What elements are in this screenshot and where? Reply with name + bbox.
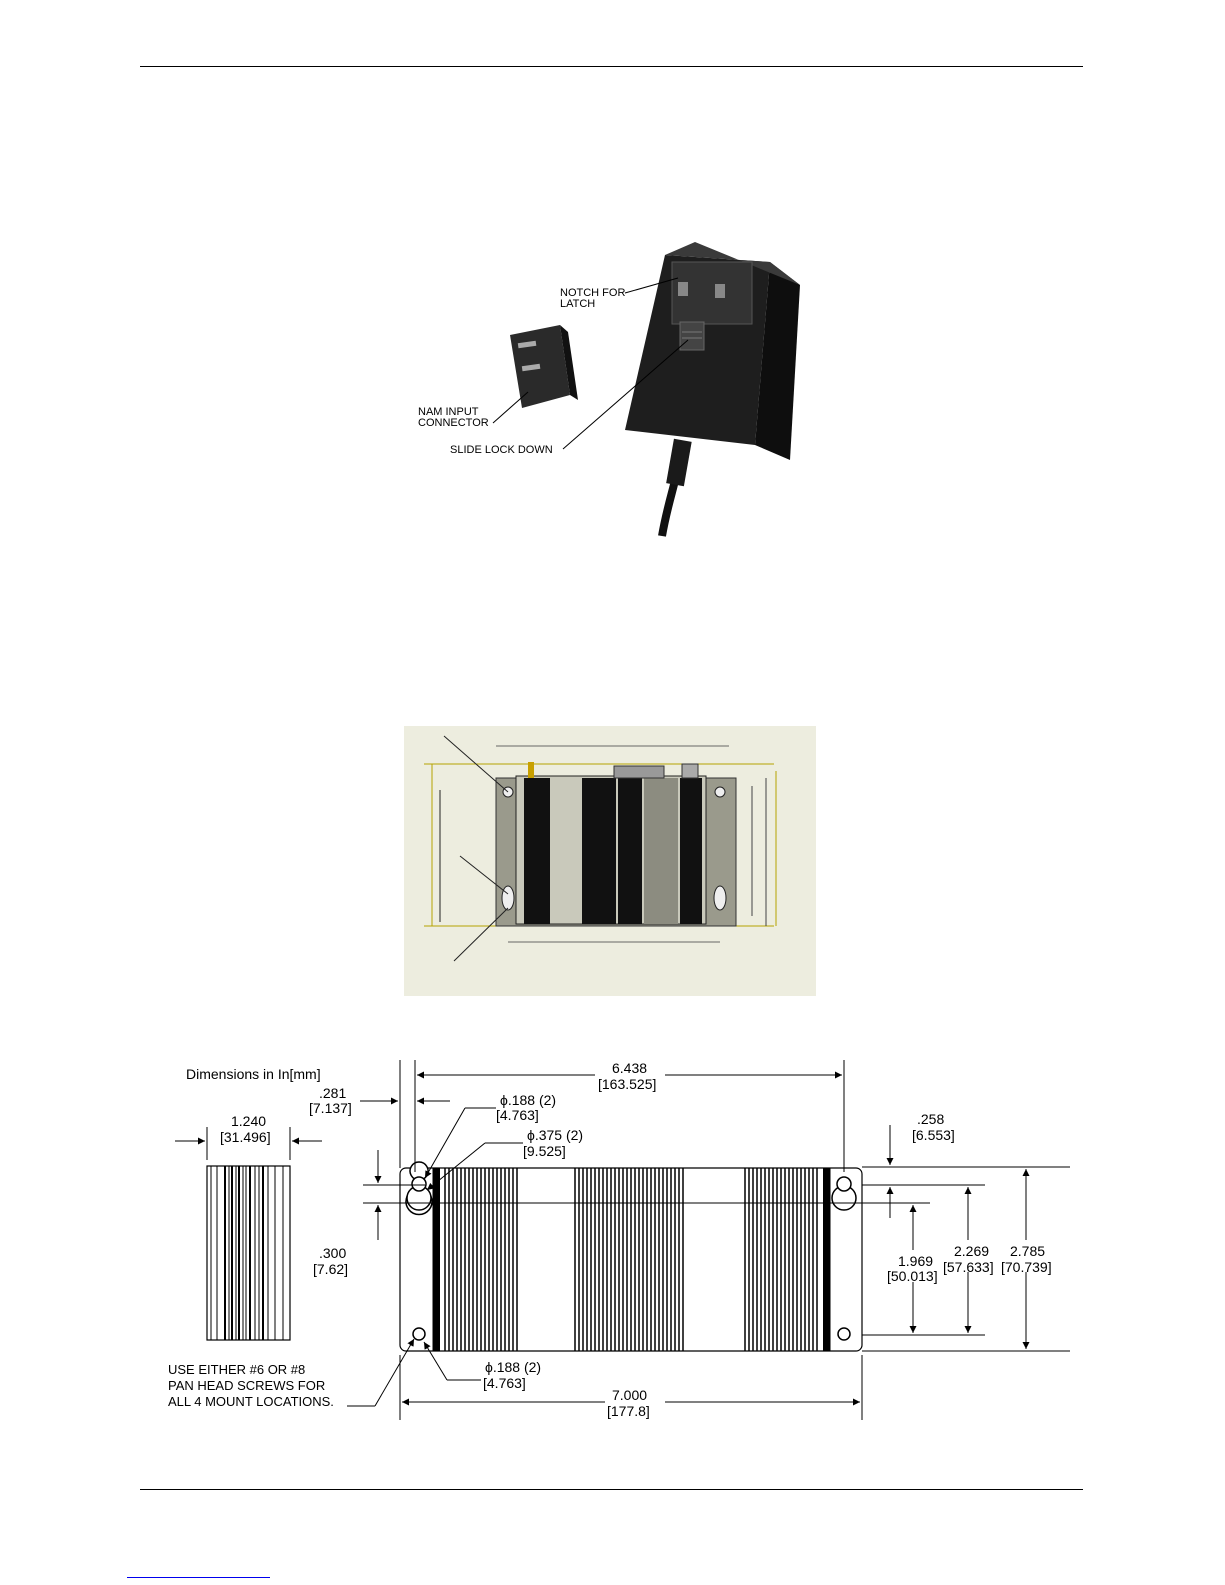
hole-small-in: ϕ.188 (2) [500,1092,556,1108]
dimension-drawing: Dimensions in In[mm] 1.240 [31.496] [168,1060,1070,1420]
hole-small-mm: [4.763] [496,1107,539,1123]
h-2269-mm: [57.633] [943,1259,994,1275]
offset-281-mm: [7.137] [309,1100,352,1116]
footer-link-underline[interactable] [127,1577,270,1578]
screw-note-2: PAN HEAD SCREWS FOR [168,1378,325,1393]
slot-300-in: .300 [319,1245,346,1261]
connector-label-2: CONNECTOR [418,417,489,429]
input-connector-image [510,325,578,408]
wall-adapter-image [625,242,800,537]
h-2785-in: 2.785 [1010,1243,1045,1259]
slot-300-mm: [7.62] [313,1261,348,1277]
overall-width-in: 6.438 [612,1060,647,1076]
screw-note-3: ALL 4 MOUNT LOCATIONS. [168,1394,334,1409]
units-note: Dimensions in In[mm] [186,1066,321,1082]
total-7000-mm: [177.8] [607,1403,650,1419]
side-view [206,1165,291,1341]
notch-label-2: LATCH [560,298,595,310]
footer-rule [140,1489,1083,1490]
front-view [399,1161,863,1352]
top-258-mm: [6.553] [912,1127,955,1143]
top-258-in: .258 [917,1111,944,1127]
total-7000-in: 7.000 [612,1387,647,1403]
hole-small-bottom-mm: [4.763] [483,1375,526,1391]
side-width-mm: [31.496] [220,1129,271,1145]
header-rule [140,66,1083,67]
enclosure-cad-figure [404,726,816,996]
h-2785-mm: [70.739] [1001,1259,1052,1275]
offset-281-in: .281 [319,1085,346,1101]
side-width-in: 1.240 [231,1113,266,1129]
overall-width-mm: [163.525] [598,1076,656,1092]
power-adapter-figure: NOTCH FOR LATCH NAM INPUT CONNECTOR SLID… [418,242,800,537]
h-2269-in: 2.269 [954,1243,989,1259]
slide-lock-label: SLIDE LOCK DOWN [450,444,553,456]
notch-label-1: NOTCH FOR [560,287,625,299]
h-1969-mm: [50.013] [887,1268,938,1284]
hole-small-bottom-in: ϕ.188 (2) [485,1359,541,1375]
connector-label-1: NAM INPUT [418,406,479,418]
h-1969-in: 1.969 [898,1253,933,1269]
hole-large-in: ϕ.375 (2) [527,1127,583,1143]
screw-note-1: USE EITHER #6 OR #8 [168,1362,305,1377]
hole-large-mm: [9.525] [523,1143,566,1159]
